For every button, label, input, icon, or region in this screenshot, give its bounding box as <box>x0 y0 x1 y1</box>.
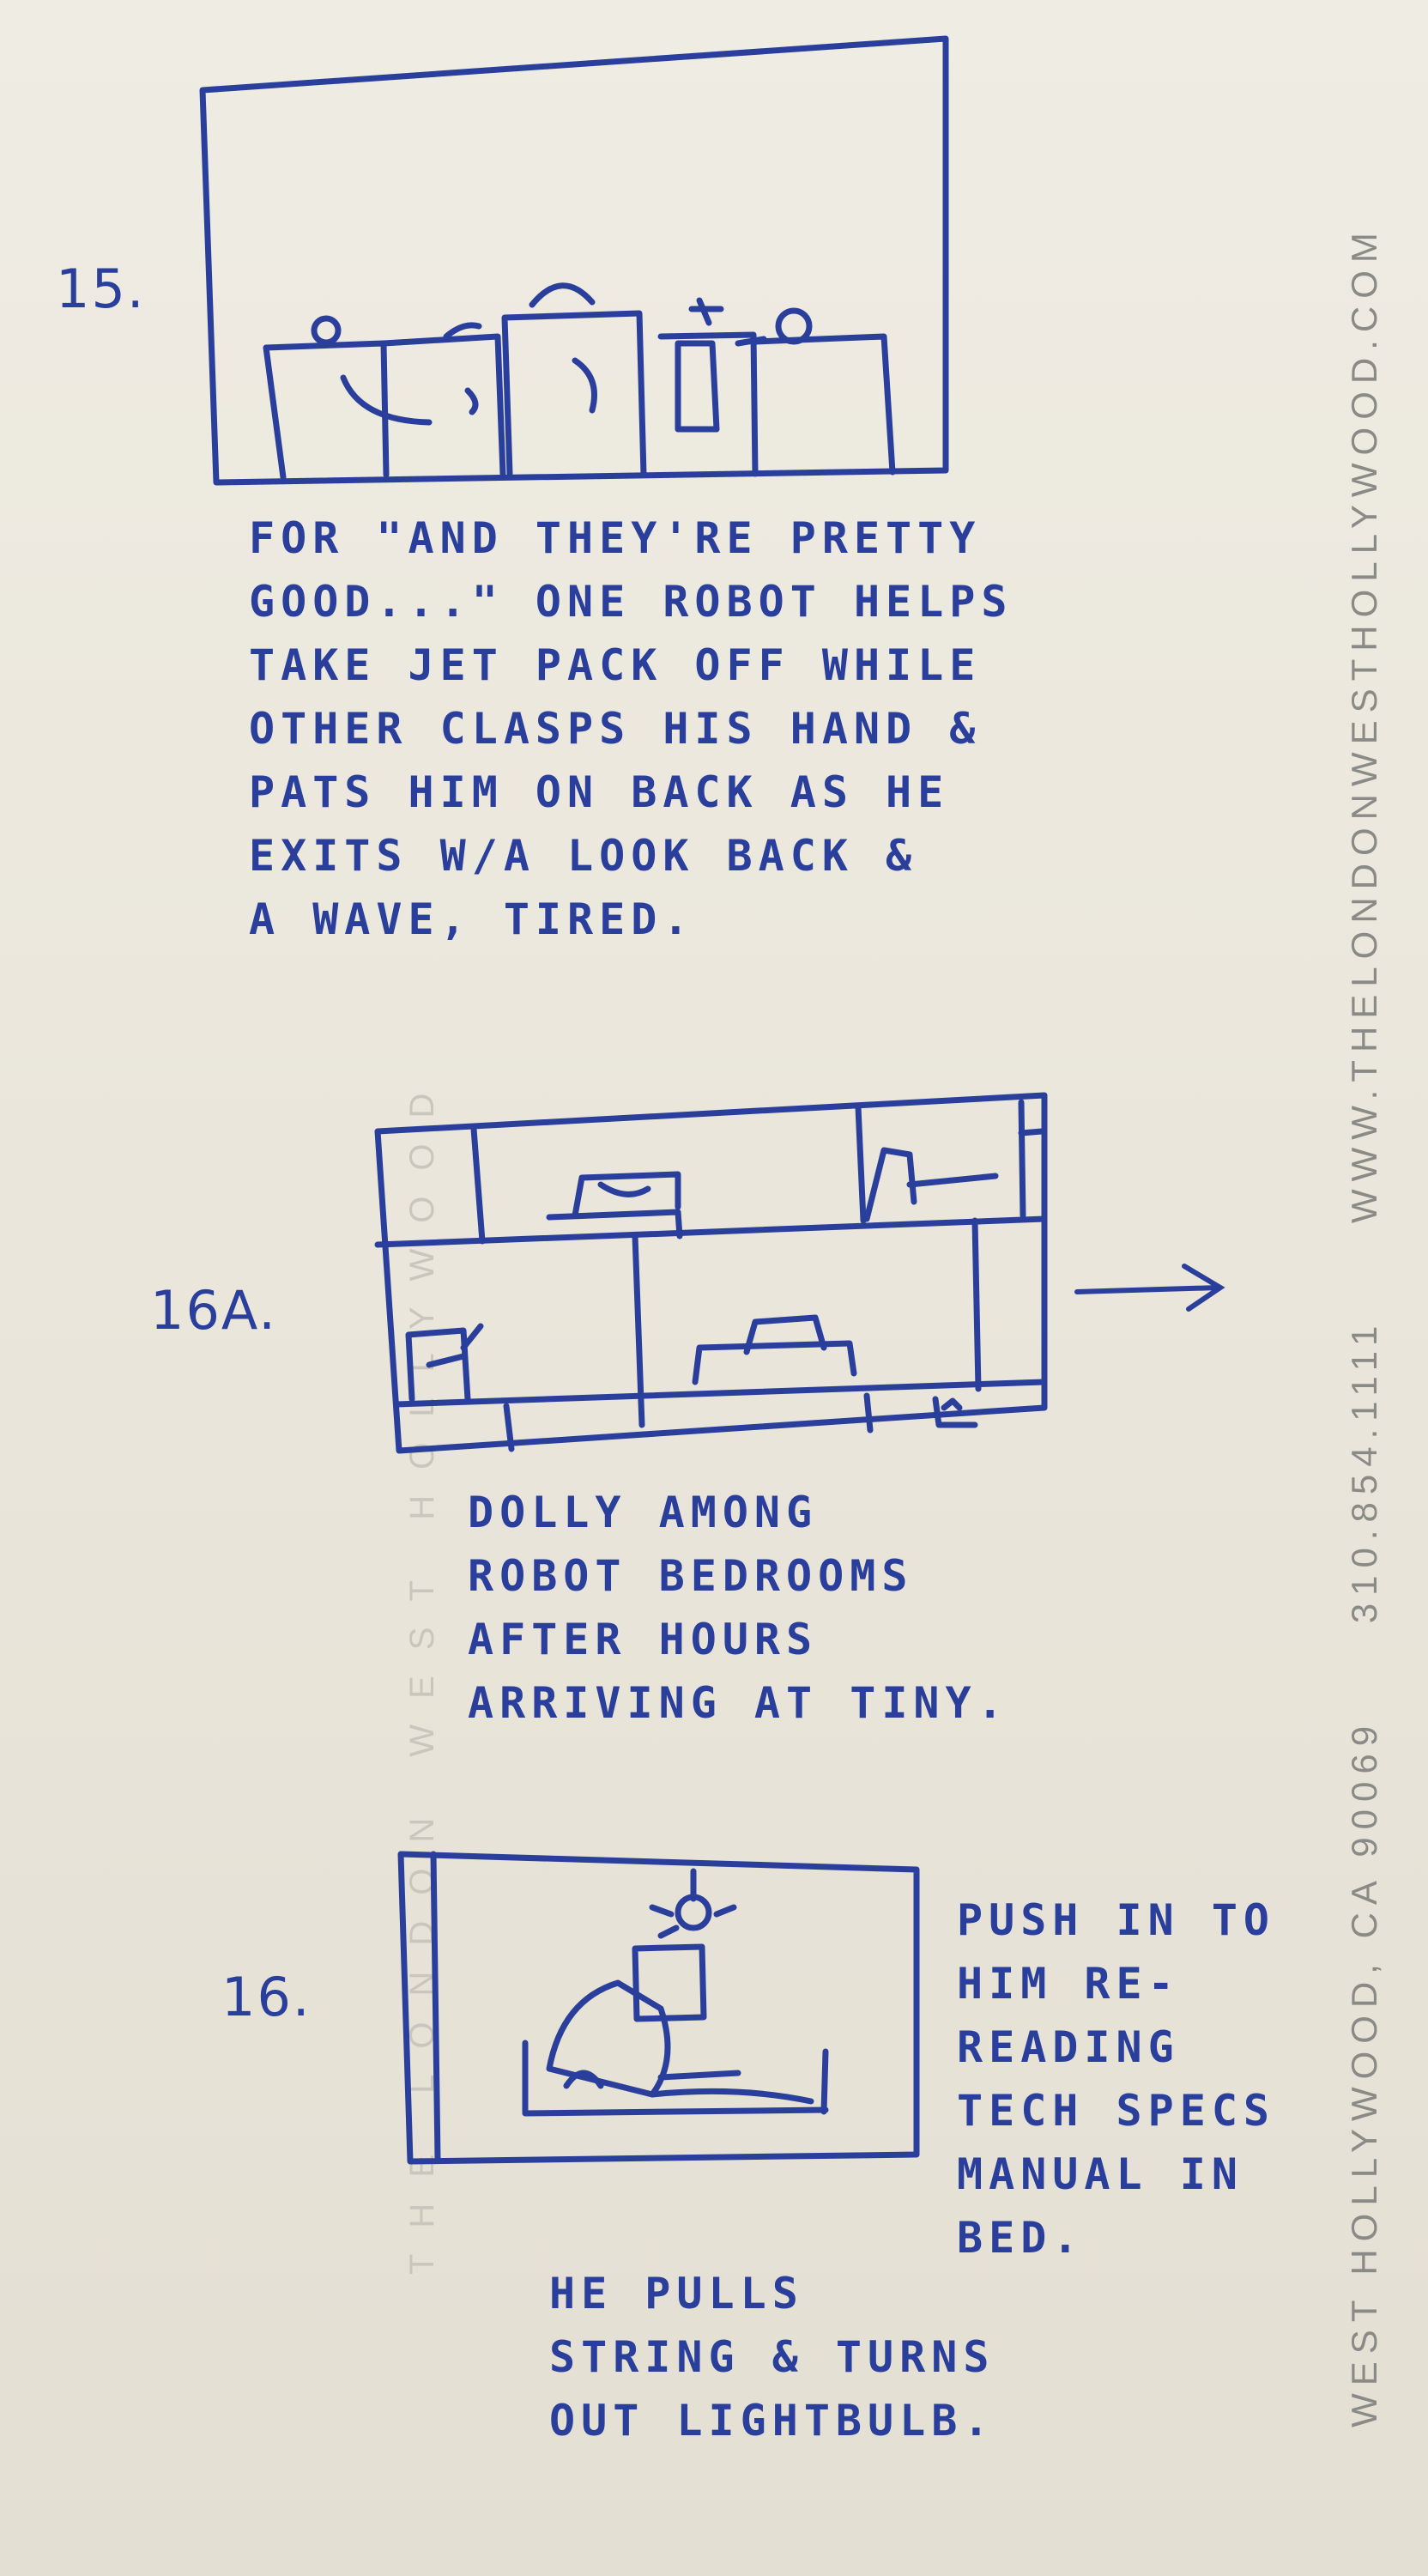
notepad-margin-print: WEST HOLLYWOOD, CA 90069 310.854.1111 WW… <box>1344 148 1385 2428</box>
panel-16-caption-secondary: HE PULLS STRING & TURNS OUT LIGHTBULB. <box>549 2269 995 2446</box>
panel-15-number: 15. <box>56 258 146 320</box>
panel-16a-frame <box>374 1092 1048 1454</box>
panel-16-number: 16. <box>221 1966 312 2028</box>
hotel-address: WEST HOLLYWOOD, CA 90069 <box>1344 1718 1384 2428</box>
panel-16a-caption: DOLLY AMONG ROBOT BEDROOMS AFTER HOURS A… <box>468 1488 1009 1728</box>
panel-16-caption: PUSH IN TO HIM RE- READING TECH SPECS MA… <box>957 1895 1276 2263</box>
panel-15-frame <box>199 35 949 486</box>
panel-16a-number: 16A. <box>150 1279 277 1342</box>
hotel-website: WWW.THELONDONWESTHOLLYWOOD.COM <box>1344 225 1384 1223</box>
panel-15-caption: FOR "AND THEY'RE PRETTY GOOD..." ONE ROB… <box>249 513 1014 944</box>
hotel-phone: 310.854.1111 <box>1344 1318 1384 1624</box>
panel-16-frame <box>397 1851 920 2165</box>
